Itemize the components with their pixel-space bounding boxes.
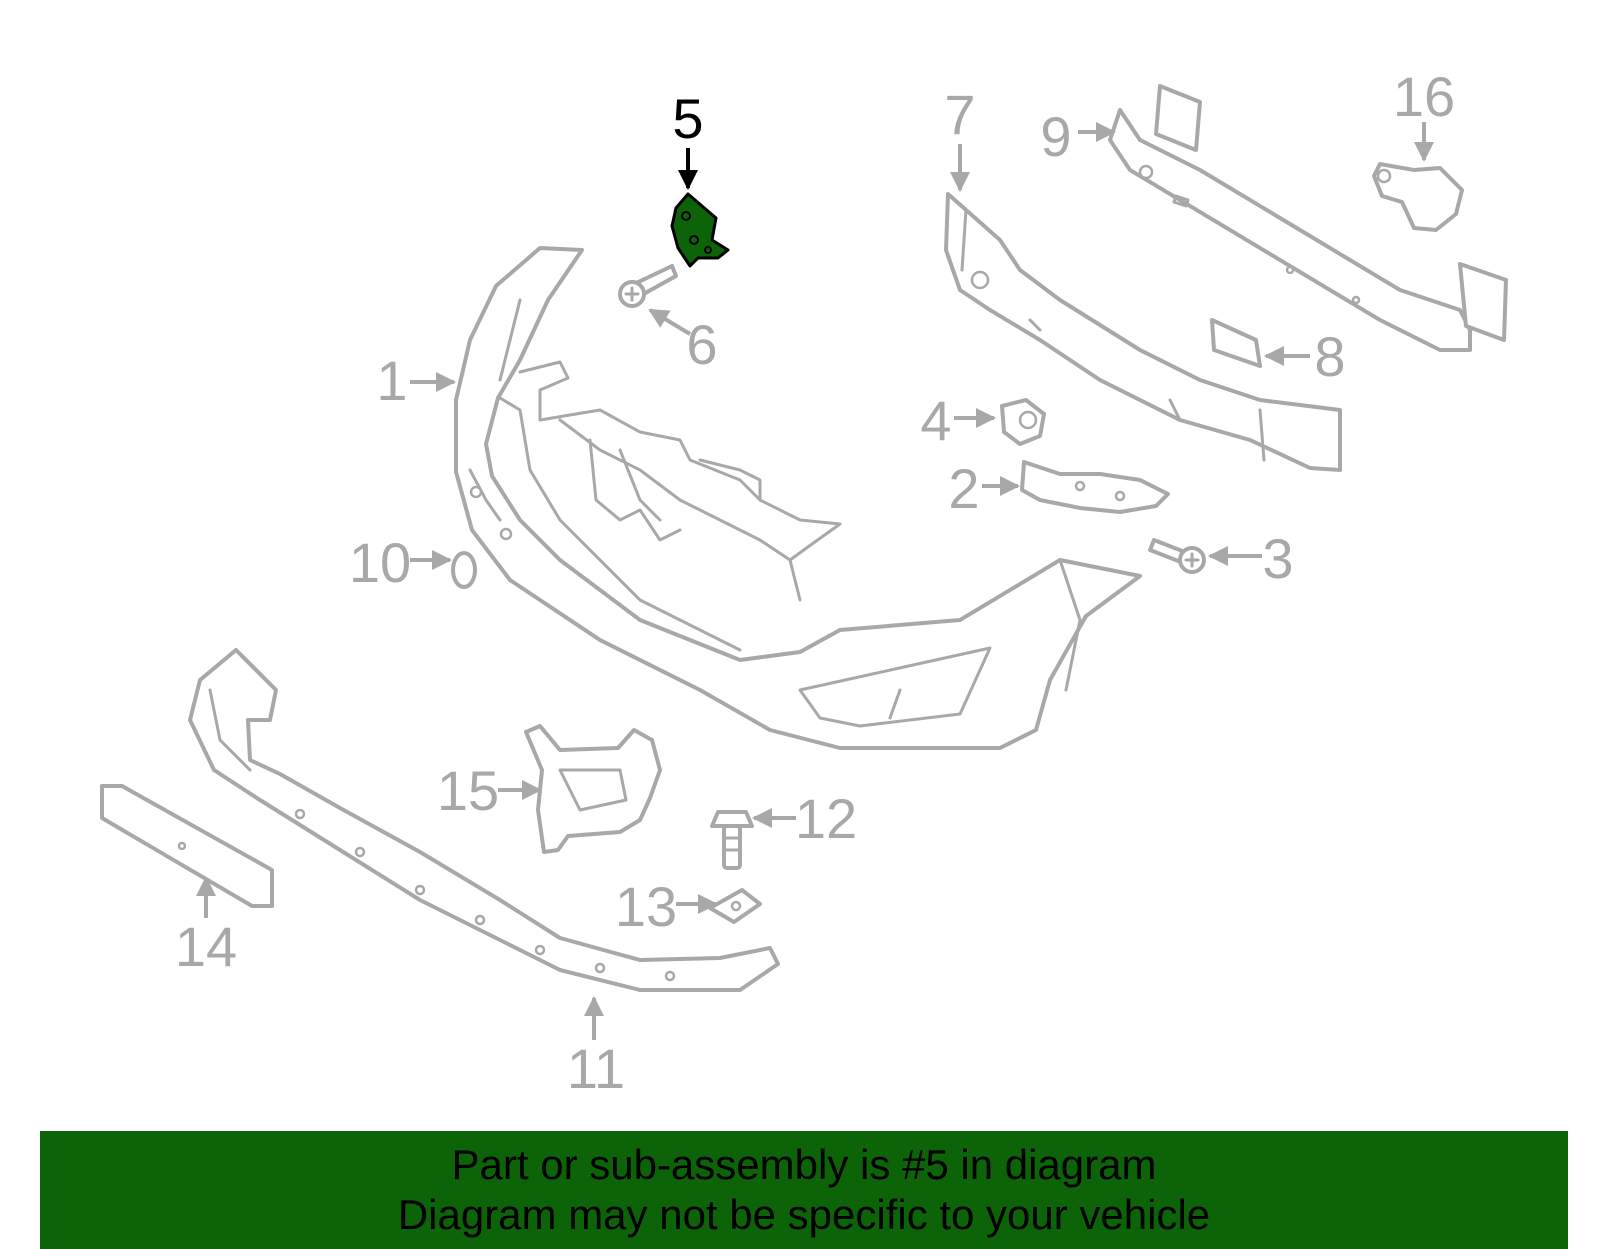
callout-6: 6 <box>686 313 717 376</box>
part-1-bumper-cover <box>454 246 1142 750</box>
part-8-clip <box>1210 318 1262 368</box>
part-6-screw <box>618 264 678 308</box>
part-10-grommet <box>451 551 477 589</box>
callout-16: 16 <box>1393 65 1455 128</box>
part-2-side-bracket <box>1020 460 1170 514</box>
part-9-reinforcement-beam <box>1108 84 1508 352</box>
callout-8: 8 <box>1314 325 1345 388</box>
banner-line-1: Part or sub-assembly is #5 in diagram <box>451 1141 1157 1188</box>
parts-diagram: 5 6 1 7 9 16 8 4 2 3 10 11 14 15 12 13 <box>100 65 1508 1100</box>
callout-11: 11 <box>567 1037 625 1100</box>
callout-leaders <box>196 122 1434 1040</box>
callout-15: 15 <box>437 759 499 822</box>
part-5-bracket-highlighted <box>670 192 730 268</box>
callout-3: 3 <box>1262 527 1293 590</box>
callout-13: 13 <box>615 875 677 938</box>
part-7-energy-absorber <box>944 192 1342 472</box>
callout-5: 5 <box>672 87 703 150</box>
part-14-plate-bracket <box>100 784 274 908</box>
part-12-bolt <box>710 810 754 870</box>
callout-1: 1 <box>376 349 407 412</box>
part-15-fog-bezel <box>524 724 662 854</box>
callout-9: 9 <box>1040 105 1071 168</box>
grille-bracket <box>518 360 842 602</box>
part-11-lower-spoiler <box>188 648 780 992</box>
callout-7: 7 <box>944 83 975 146</box>
banner-line-2: Diagram may not be specific to your vehi… <box>397 1191 1211 1238</box>
part-13-nut-plate <box>708 888 762 924</box>
part-3-screw <box>1148 538 1206 574</box>
callout-12: 12 <box>795 787 857 850</box>
info-banner: Part or sub-assembly is #5 in diagram Di… <box>40 1131 1568 1249</box>
callout-14: 14 <box>175 915 237 978</box>
part-16-sensor <box>1372 162 1464 232</box>
callout-10: 10 <box>349 531 411 594</box>
callout-2: 2 <box>948 457 979 520</box>
callout-4: 4 <box>920 389 951 452</box>
callout-labels: 5 6 1 7 9 16 8 4 2 3 10 11 14 15 12 13 <box>175 65 1455 1100</box>
part-4-nut <box>1000 398 1046 446</box>
